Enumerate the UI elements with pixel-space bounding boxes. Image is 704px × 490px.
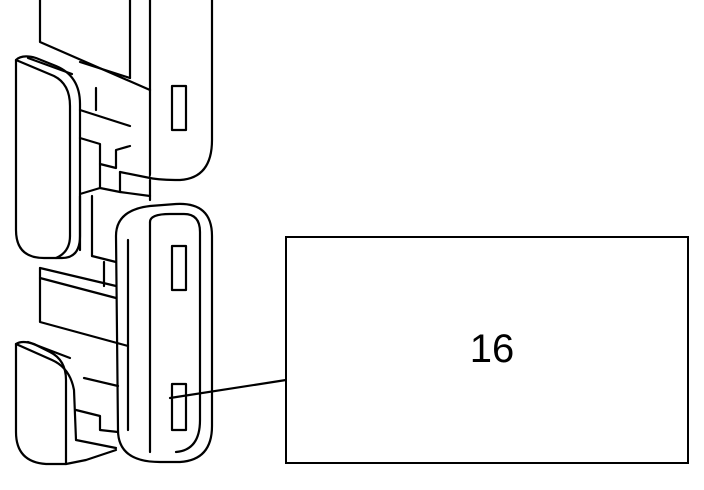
upper-connector-body [38, 0, 214, 182]
lower-slot-lower [170, 382, 188, 432]
upper-side-clip [14, 55, 132, 260]
lower-connector-body [38, 202, 214, 464]
middle-link-teeth [78, 136, 152, 264]
lower-side-clip [14, 340, 120, 466]
callout-label: 16 [470, 327, 515, 371]
lower-slot-upper [170, 244, 188, 292]
callout-leader-line [168, 378, 288, 400]
upper-slot [170, 84, 188, 132]
callout-box [285, 236, 689, 464]
